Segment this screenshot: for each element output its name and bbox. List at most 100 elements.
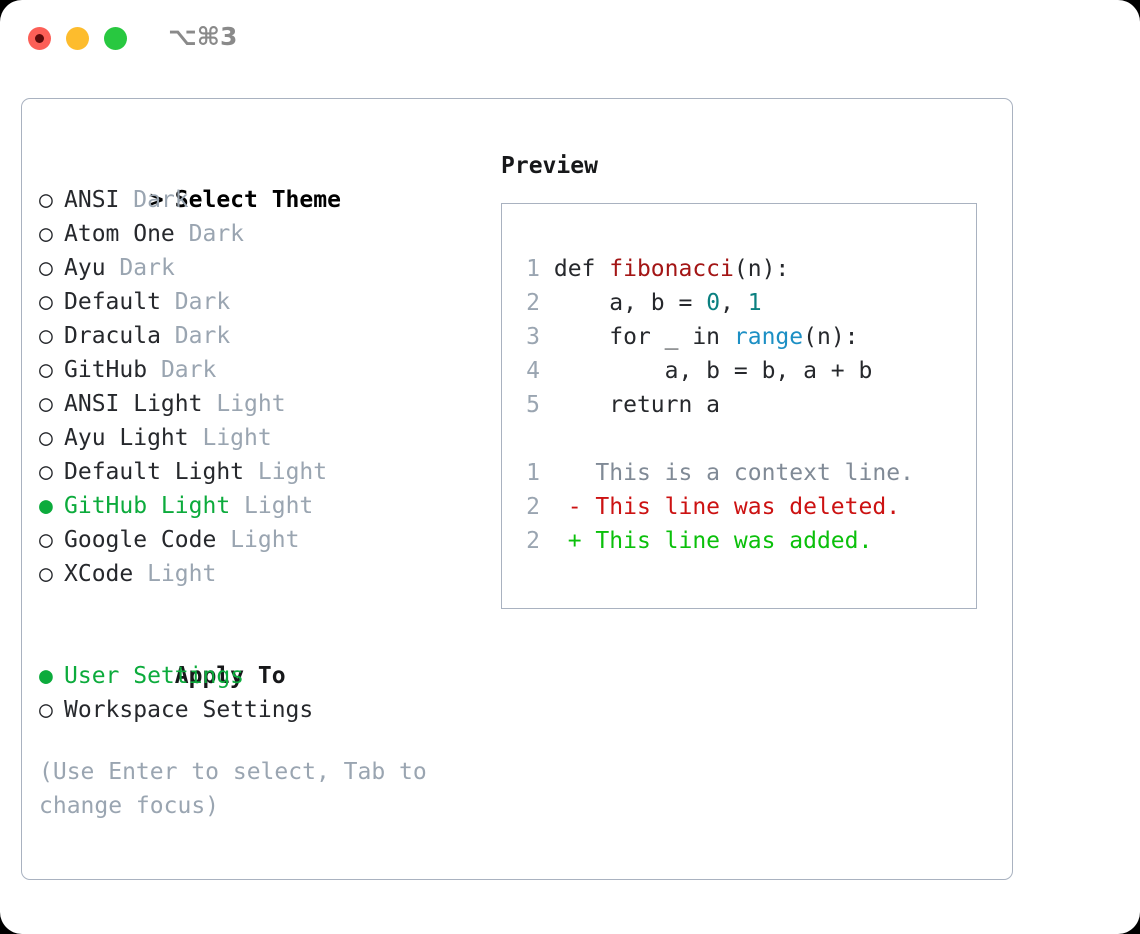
- radio-unselected-icon[interactable]: ○: [39, 527, 53, 553]
- gutter-gap: [540, 358, 554, 384]
- diff-gutter-gap: [540, 528, 568, 554]
- radio-unselected-icon[interactable]: ○: [39, 357, 53, 383]
- theme-name-label: XCode: [64, 561, 134, 587]
- radio-unselected-icon[interactable]: ○: [39, 425, 53, 451]
- radio-unselected-icon[interactable]: ○: [39, 697, 53, 723]
- label-separator: [244, 459, 258, 485]
- code-line: 3 for _ in range(n):: [514, 320, 872, 354]
- theme-list-item[interactable]: ○Dracula Dark: [39, 319, 499, 353]
- theme-variant-tag: Light: [147, 561, 217, 587]
- diff-gutter-gap: [540, 494, 568, 520]
- diff-text: This is a context line.: [581, 460, 914, 486]
- theme-name-label: Ayu Light: [64, 425, 189, 451]
- theme-name-label: ANSI: [64, 187, 120, 213]
- theme-name-label: Atom One: [64, 221, 175, 247]
- theme-variant-tag: Light: [202, 425, 272, 451]
- diff-sign: [568, 460, 582, 486]
- line-number: 4: [526, 358, 540, 384]
- radio-unselected-icon[interactable]: ○: [39, 221, 53, 247]
- theme-variant-tag: Light: [230, 527, 300, 553]
- label-separator: [147, 357, 161, 383]
- diff-sign: -: [567, 494, 582, 520]
- radio-unselected-icon[interactable]: ○: [39, 187, 53, 213]
- code-token-num: 1: [747, 290, 762, 316]
- theme-list-item[interactable]: ○Default Light Light: [39, 455, 499, 489]
- diff-sample: 1 This is a context line. 2 - This line w…: [514, 456, 914, 558]
- apply-to-option[interactable]: ● User Settings: [39, 659, 499, 693]
- theme-list: ○ANSI Dark○Atom One Dark○Ayu Dark○Defaul…: [39, 183, 499, 591]
- theme-name-label: Default: [64, 289, 161, 315]
- gutter-gap: [540, 392, 554, 418]
- close-button[interactable]: [28, 27, 51, 50]
- radio-selected-icon[interactable]: ●: [39, 663, 53, 689]
- theme-variant-tag: Light: [257, 459, 328, 485]
- apply-to-option[interactable]: ○Workspace Settings: [39, 693, 499, 727]
- code-line: 5 return a: [514, 388, 872, 422]
- label-separator: [202, 391, 216, 417]
- theme-list-item[interactable]: ○ GitHub Dark: [39, 353, 499, 387]
- diff-gutter-gap: [540, 460, 568, 486]
- label-separator: [119, 187, 133, 213]
- theme-list-item[interactable]: ○ANSI Light Light: [39, 387, 499, 421]
- code-token-plain: a, b =: [553, 290, 707, 316]
- radio-selected-icon[interactable]: ●: [39, 493, 53, 519]
- theme-list-item[interactable]: ○Google Code Light: [39, 523, 499, 557]
- gutter-gap: [540, 324, 554, 350]
- theme-name-label: Dracula: [64, 323, 161, 349]
- theme-list-item[interactable]: ○ Ayu Light Light: [39, 421, 499, 455]
- gutter-gap: [540, 256, 554, 282]
- theme-variant-tag: Dark: [133, 187, 189, 213]
- label-separator: [106, 255, 120, 281]
- minimize-button[interactable]: [66, 27, 89, 50]
- diff-text: This line was deleted.: [581, 494, 901, 520]
- radio-unselected-icon[interactable]: ○: [39, 323, 53, 349]
- keyboard-shortcut-label: ⌥⌘3: [168, 22, 238, 51]
- theme-variant-tag: Light: [244, 493, 314, 519]
- diff-text: This line was added.: [581, 528, 873, 554]
- theme-list-header: >Select Theme: [39, 149, 499, 213]
- radio-unselected-icon[interactable]: ○: [39, 255, 53, 281]
- theme-list-item[interactable]: ○ ANSI Dark: [39, 183, 499, 217]
- theme-variant-tag: Dark: [160, 357, 217, 383]
- diff-line-number: 2: [526, 528, 540, 554]
- theme-list-item[interactable]: ○Ayu Dark: [39, 251, 499, 285]
- label-separator: [189, 425, 203, 451]
- apply-to-option-label: User Settings: [64, 663, 245, 689]
- preview-title: Preview: [501, 153, 598, 179]
- page-title: Select Theme: [174, 187, 341, 213]
- theme-name-label: GitHub: [64, 357, 148, 383]
- theme-variant-tag: Dark: [119, 255, 175, 281]
- code-token-plain: for _ in: [553, 324, 734, 350]
- radio-unselected-icon[interactable]: ○: [39, 391, 53, 417]
- code-token-fn: fibonacci: [609, 256, 734, 282]
- theme-list-item[interactable]: ○ Default Dark: [39, 285, 499, 319]
- diff-sign: +: [567, 528, 582, 554]
- code-token-plain: ,: [720, 290, 748, 316]
- label-separator: [133, 561, 147, 587]
- code-line: 2 a, b = 0, 1: [514, 286, 872, 320]
- code-token-builtin: range: [733, 324, 804, 350]
- diff-line: 2 + This line was added.: [514, 524, 914, 558]
- traffic-lights: [28, 27, 127, 50]
- theme-variant-tag: Dark: [188, 221, 245, 247]
- diff-line: 1 This is a context line.: [514, 456, 914, 490]
- label-separator: [230, 493, 244, 519]
- radio-unselected-icon[interactable]: ○: [39, 289, 53, 315]
- radio-unselected-icon[interactable]: ○: [39, 561, 53, 587]
- maximize-button[interactable]: [104, 27, 127, 50]
- theme-list-item[interactable]: ●GitHub Light Light: [39, 489, 499, 523]
- radio-unselected-icon[interactable]: ○: [39, 459, 53, 485]
- label-separator: [216, 527, 230, 553]
- code-token-plain: def: [553, 256, 610, 282]
- theme-list-item[interactable]: ○ XCode Light: [39, 557, 499, 591]
- theme-variant-tag: Dark: [174, 289, 231, 315]
- code-token-plain: return a: [553, 392, 721, 418]
- code-line: 4 a, b = b, a + b: [514, 354, 872, 388]
- theme-name-label: ANSI Light: [64, 391, 203, 417]
- theme-list-column: >Select Theme ○ANSI Dark○Atom One Dark○A…: [39, 149, 499, 823]
- line-number: 5: [526, 392, 540, 418]
- apply-to-title: Apply To: [39, 625, 499, 689]
- theme-list-item[interactable]: ○ Atom One Dark: [39, 217, 499, 251]
